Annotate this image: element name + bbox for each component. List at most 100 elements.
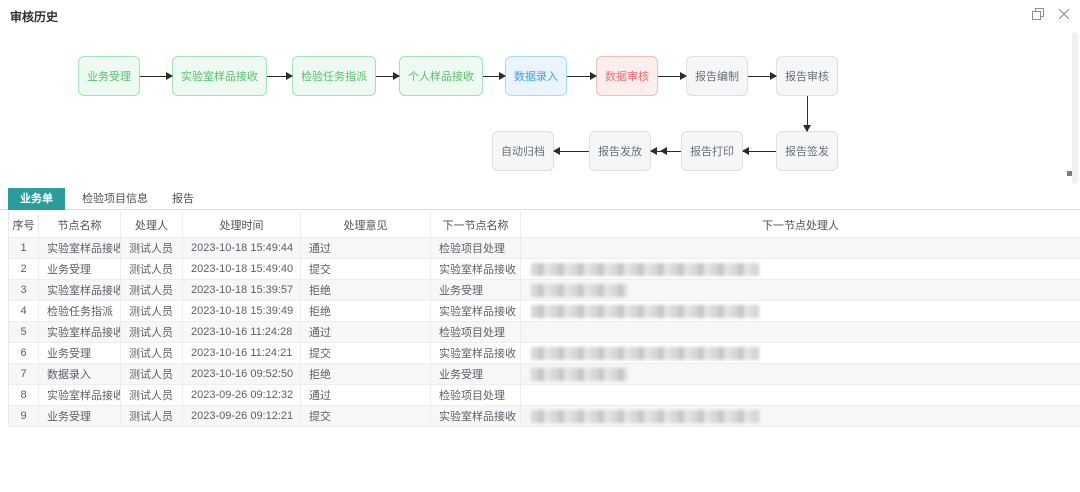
scroll-thumb[interactable] (1067, 171, 1072, 176)
table-row[interactable]: 5 实验室样品接收 测试人员 2023-10-16 11:24:28 通过 检验… (9, 322, 1080, 343)
cell-handler: 测试人员 (121, 322, 183, 342)
page-title: 审核历史 (10, 10, 59, 24)
redacted-text (531, 304, 759, 318)
cell-handler: 测试人员 (121, 280, 183, 300)
flow-arrow-right (376, 72, 400, 80)
cell-next-node: 检验项目处理 (431, 385, 521, 405)
cell-opinion: 提交 (301, 259, 431, 279)
flow-arrow-down (803, 96, 811, 132)
flow-arrow-right (483, 72, 506, 80)
cell-handler: 测试人员 (121, 385, 183, 405)
cell-node: 检验任务指派 (39, 301, 121, 321)
flow-scrollbar[interactable] (1067, 32, 1078, 184)
cell-opinion: 提交 (301, 343, 431, 363)
flow-node-label: 报告编制 (695, 71, 739, 83)
cell-handler: 测试人员 (121, 364, 183, 384)
flow-node: 检验任务指派 (292, 56, 376, 96)
cell-time: 2023-09-26 09:12:21 (183, 406, 301, 426)
table-row[interactable]: 8 实验室样品接收 测试人员 2023-09-26 09:12:32 通过 检验… (9, 385, 1080, 406)
cell-seq: 2 (9, 259, 39, 279)
column-header: 节点名称 (39, 212, 121, 237)
tab-inspection-info[interactable]: 检验项目信息 (82, 193, 148, 205)
flow-node-label: 实验室样品接收 (181, 71, 258, 83)
cell-seq: 1 (9, 238, 39, 258)
close-icon[interactable] (1056, 6, 1072, 22)
cell-time: 2023-10-16 09:52:50 (183, 364, 301, 384)
flow-node: 自动归档 (492, 131, 554, 171)
cell-time: 2023-10-18 15:39:57 (183, 280, 301, 300)
arrowhead-left-icon (660, 147, 667, 155)
flow-node-label: 自动归档 (501, 146, 545, 158)
table-row[interactable]: 2 业务受理 测试人员 2023-10-18 15:49:40 提交 实验室样品… (9, 259, 1080, 280)
cell-opinion: 通过 (301, 322, 431, 342)
table-row[interactable]: 3 实验室样品接收 测试人员 2023-10-18 15:39:57 拒绝 业务… (9, 280, 1080, 301)
cell-opinion: 提交 (301, 406, 431, 426)
cell-node: 实验室样品接收 (39, 238, 121, 258)
redacted-text (531, 346, 759, 360)
flow-node-label: 业务受理 (87, 71, 131, 83)
cell-opinion: 拒绝 (301, 364, 431, 384)
flow-node: 业务受理 (78, 56, 140, 96)
cell-handler: 测试人员 (121, 259, 183, 279)
flow-node: 报告审核 (776, 56, 838, 96)
cell-next-node: 业务受理 (431, 280, 521, 300)
flow-node-label: 报告打印 (690, 146, 734, 158)
cell-node: 业务受理 (39, 406, 121, 426)
flow-node-label: 报告审核 (785, 71, 829, 83)
cell-next-handler (521, 343, 1080, 363)
column-header: 处理意见 (301, 212, 431, 237)
cell-time: 2023-10-18 15:39:49 (183, 301, 301, 321)
workflow-diagram: 业务受理 实验室样品接收 检验任务指派 个人样品接收 数据录入 数据审核 报告编… (0, 30, 1080, 186)
cell-opinion: 拒绝 (301, 280, 431, 300)
flow-node-label: 检验任务指派 (301, 71, 367, 83)
flow-arrow-right (658, 72, 687, 80)
cell-opinion: 拒绝 (301, 301, 431, 321)
column-header: 序号 (9, 212, 39, 237)
flow-arrow-right (140, 72, 173, 80)
redacted-text (531, 262, 759, 276)
table-row[interactable]: 7 数据录入 测试人员 2023-10-16 09:52:50 拒绝 业务受理 (9, 364, 1080, 385)
flow-arrow-left (553, 147, 589, 155)
redacted-text (531, 409, 759, 423)
cell-handler: 测试人员 (121, 406, 183, 426)
column-header: 处理时间 (183, 212, 301, 237)
tab-bar: 业务单 检验项目信息 报告 (0, 188, 1080, 210)
flow-node-label: 报告发放 (598, 146, 642, 158)
table-row[interactable]: 1 实验室样品接收 测试人员 2023-10-18 15:49:44 通过 检验… (9, 238, 1080, 259)
flow-node-label: 数据录入 (514, 71, 558, 83)
cell-seq: 4 (9, 301, 39, 321)
flow-node-label: 报告签发 (785, 146, 829, 158)
cell-seq: 3 (9, 280, 39, 300)
table-row[interactable]: 6 业务受理 测试人员 2023-10-16 11:24:21 提交 实验室样品… (9, 343, 1080, 364)
cell-seq: 6 (9, 343, 39, 363)
flow-node: 实验室样品接收 (172, 56, 267, 96)
column-header: 下一节点处理人 (762, 219, 839, 232)
cell-next-handler (521, 301, 1080, 321)
cell-next-handler (521, 280, 1080, 300)
cell-node: 业务受理 (39, 259, 121, 279)
column-header: 下一节点名称 (431, 212, 521, 237)
cell-handler: 测试人员 (121, 343, 183, 363)
flow-node-label: 数据审核 (605, 71, 649, 83)
cell-next-handler (521, 238, 1080, 258)
cell-next-handler (521, 322, 1080, 342)
cell-next-node: 实验室样品接收 (431, 301, 521, 321)
flow-arrow-right (567, 72, 597, 80)
cell-next-handler (521, 364, 1080, 384)
cell-node: 业务受理 (39, 343, 121, 363)
table-header-row: 序号 节点名称 处理人 处理时间 处理意见 下一节点名称 下一节点处理人 (9, 212, 1080, 238)
cell-node: 数据录入 (39, 364, 121, 384)
flow-arrow-right (748, 72, 777, 80)
flow-node: 报告编制 (686, 56, 748, 96)
tab-business-order[interactable]: 业务单 (8, 188, 65, 210)
cell-time: 2023-10-16 11:24:28 (183, 322, 301, 342)
cell-time: 2023-10-18 15:49:44 (183, 238, 301, 258)
redacted-text (531, 283, 628, 297)
cell-next-handler (521, 385, 1080, 405)
tab-report[interactable]: 报告 (172, 193, 194, 205)
cell-seq: 8 (9, 385, 39, 405)
cell-seq: 5 (9, 322, 39, 342)
restore-icon[interactable] (1030, 6, 1046, 22)
table-row[interactable]: 4 检验任务指派 测试人员 2023-10-18 15:39:49 拒绝 实验室… (9, 301, 1080, 322)
table-row[interactable]: 9 业务受理 测试人员 2023-09-26 09:12:21 提交 实验室样品… (9, 406, 1080, 427)
